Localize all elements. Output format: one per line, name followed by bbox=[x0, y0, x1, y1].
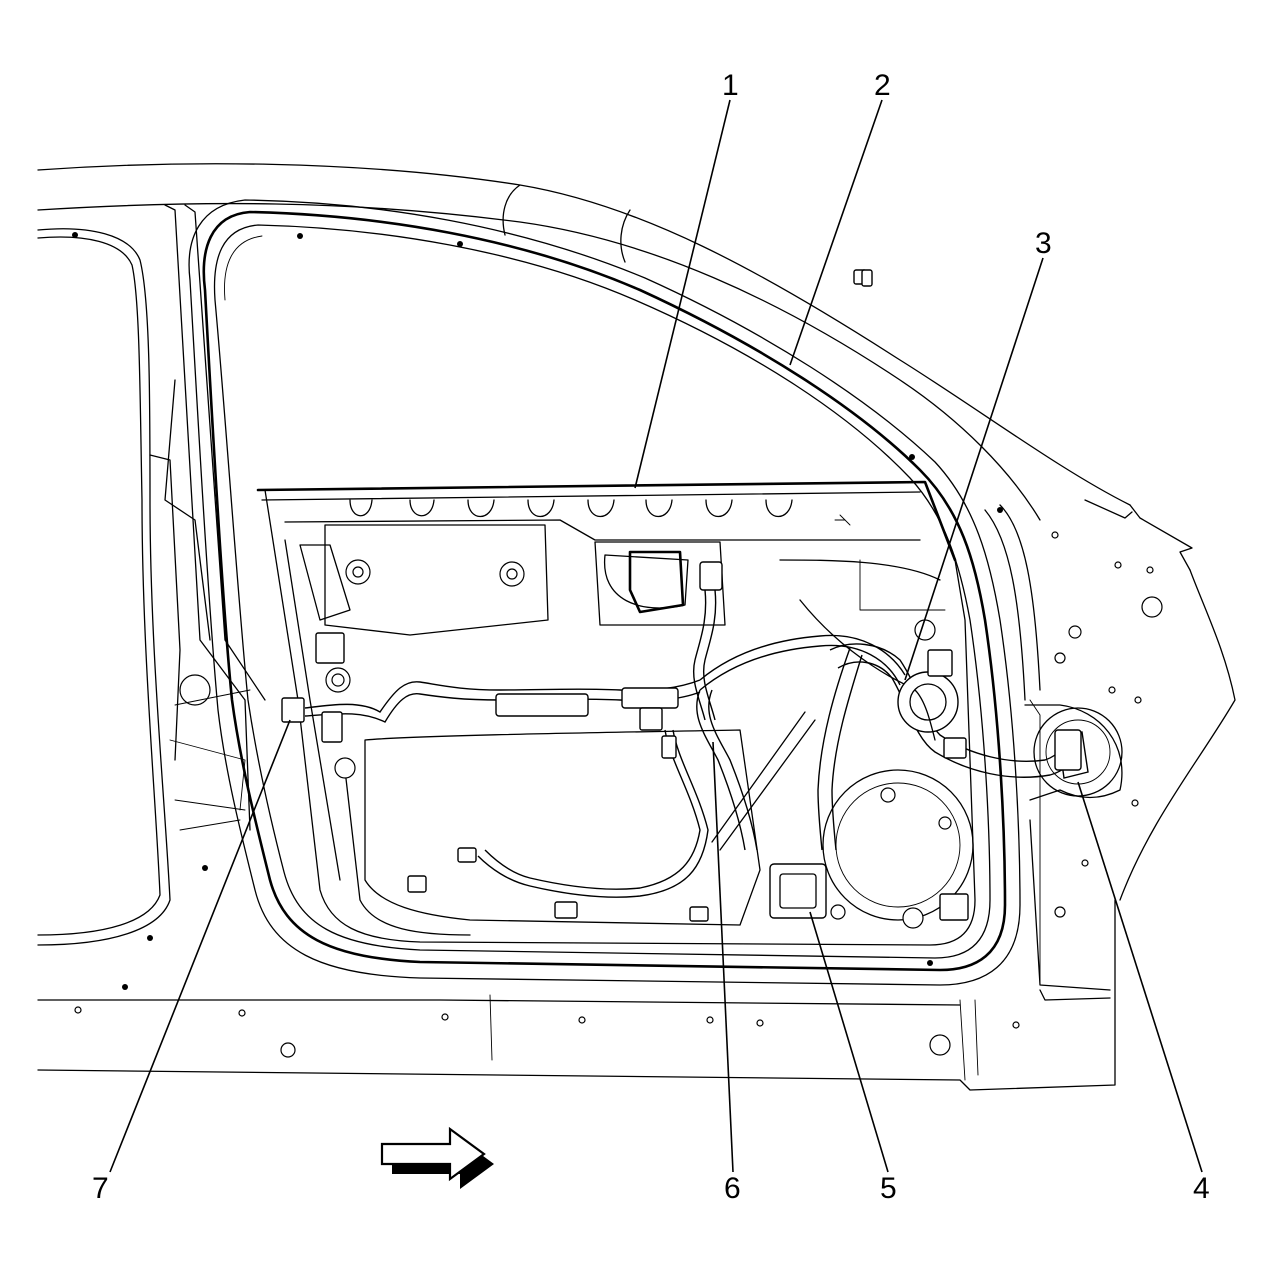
callout-labels: 1 2 3 4 5 6 7 bbox=[92, 69, 1210, 1205]
door-inner-panel bbox=[256, 480, 976, 946]
leader-6 bbox=[712, 741, 734, 1173]
door-lock-connector bbox=[769, 863, 827, 919]
leader-4 bbox=[1077, 781, 1203, 1173]
callout-6: 6 bbox=[724, 1172, 741, 1205]
rear-door-opening bbox=[37, 228, 211, 946]
forward-arrow-icon bbox=[380, 1126, 494, 1189]
callout-4: 4 bbox=[1193, 1172, 1210, 1205]
b-pillar-connector bbox=[281, 697, 305, 723]
door-wiring-harness bbox=[281, 589, 1082, 919]
leader-1 bbox=[634, 99, 731, 489]
callout-5: 5 bbox=[880, 1172, 897, 1205]
leader-5 bbox=[809, 911, 889, 1173]
leader-2 bbox=[789, 99, 883, 366]
leader-3 bbox=[904, 257, 1044, 681]
callout-leaders bbox=[109, 99, 1203, 1173]
front-door-frame bbox=[188, 199, 1021, 986]
body-side-outline bbox=[37, 163, 1236, 1091]
leader-7 bbox=[109, 719, 291, 1173]
a-pillar-connector bbox=[1054, 729, 1082, 771]
b-pillar bbox=[149, 204, 266, 831]
clips bbox=[315, 269, 969, 922]
callout-7: 7 bbox=[92, 1172, 109, 1205]
front-pillar-region bbox=[984, 504, 1123, 1001]
door-handle-module bbox=[594, 541, 726, 626]
callout-2: 2 bbox=[874, 69, 891, 102]
callout-1: 1 bbox=[722, 69, 739, 102]
callout-3: 3 bbox=[1035, 227, 1052, 260]
fasteners bbox=[72, 232, 1163, 1058]
